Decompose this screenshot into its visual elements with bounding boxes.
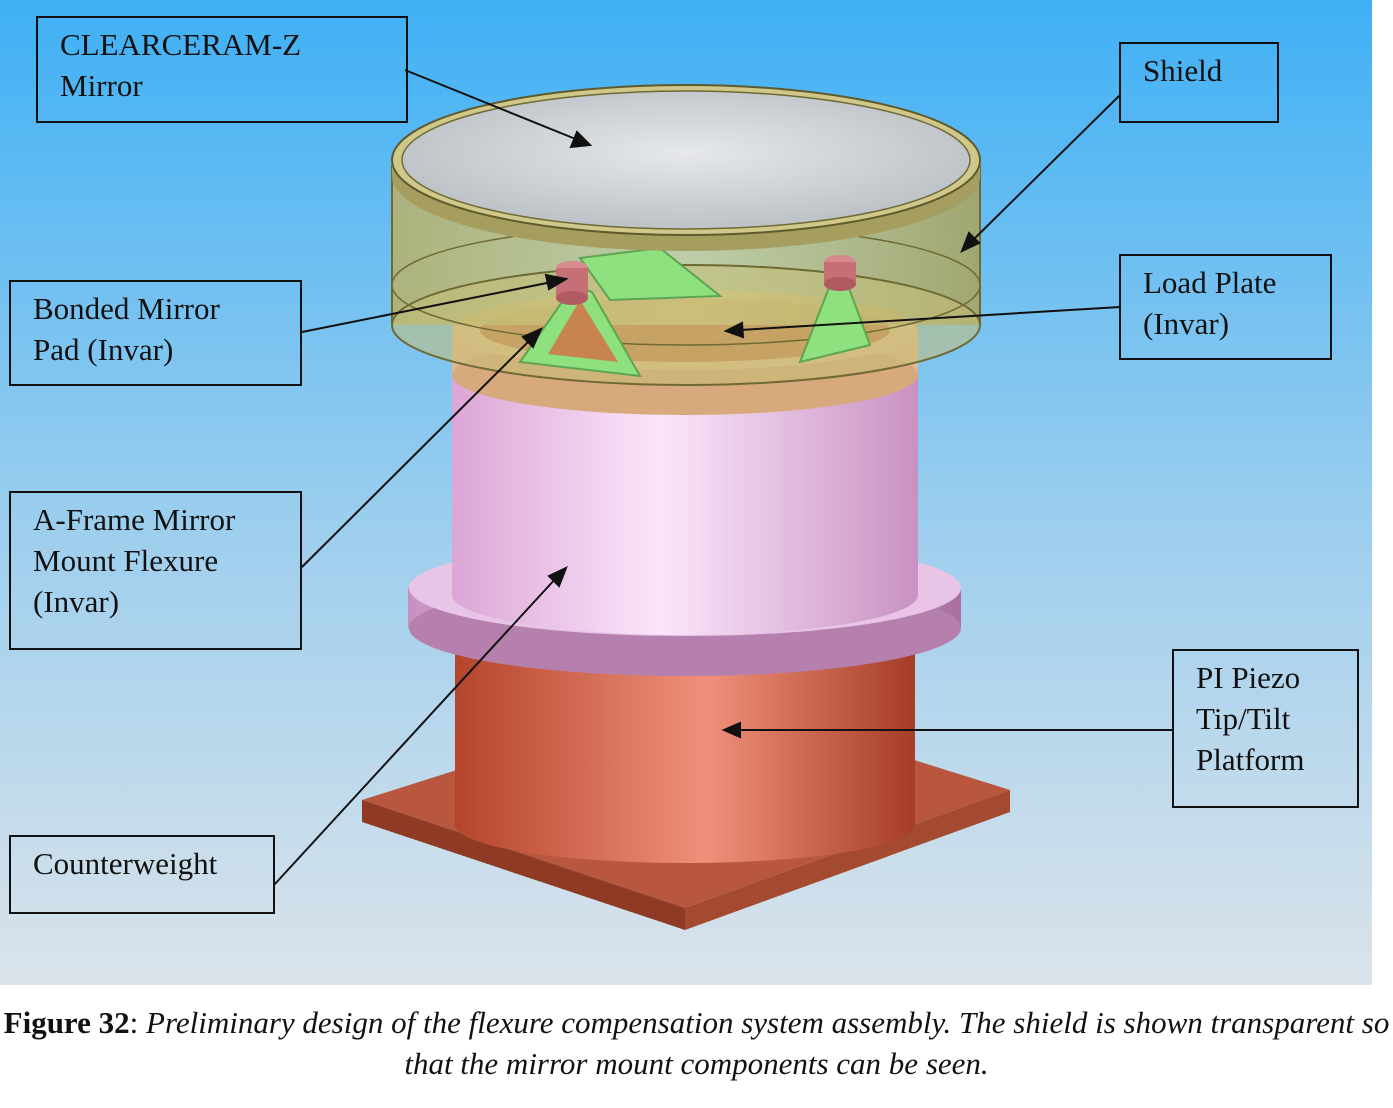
label-counterweight: Counterweight xyxy=(9,835,275,914)
label-shield: Shield xyxy=(1119,42,1279,123)
label-piezo-platform: PI Piezo Tip/Tilt Platform xyxy=(1172,649,1359,808)
leader-lines xyxy=(273,69,1172,886)
label-bonded-mirror-pad: Bonded Mirror Pad (Invar) xyxy=(9,280,302,386)
figure-caption: Figure 32: Preliminary design of the fle… xyxy=(0,1002,1393,1084)
assembly-illustration xyxy=(0,0,1372,985)
mirror xyxy=(391,84,981,251)
piezo-platform xyxy=(455,640,915,863)
label-aframe-flexure: A-Frame Mirror Mount Flexure (Invar) xyxy=(9,491,302,650)
bonded-mirror-pads xyxy=(556,255,856,305)
caption-figure-number: Figure 32 xyxy=(3,1005,130,1040)
aframe-flexures xyxy=(518,246,872,378)
caption-separator: : xyxy=(129,1005,147,1040)
caption-text: Preliminary design of the flexure compen… xyxy=(146,1005,1390,1081)
label-load-plate: Load Plate (Invar) xyxy=(1119,254,1332,360)
label-mirror: CLEARCERAM-Z Mirror xyxy=(36,16,408,123)
